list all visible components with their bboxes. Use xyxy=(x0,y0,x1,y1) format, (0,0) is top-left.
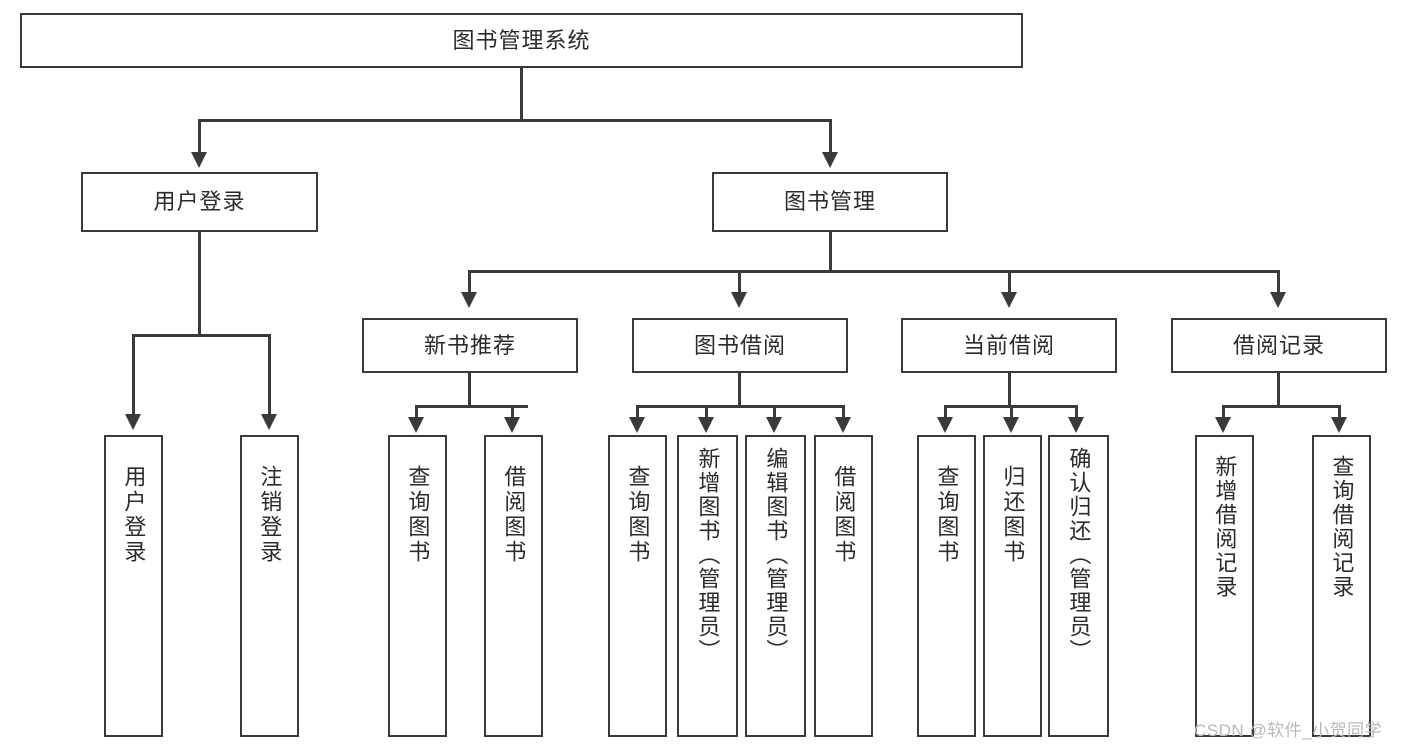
connector-bb-leaf-0 xyxy=(636,405,639,419)
arrowhead-bm-level3-3 xyxy=(1270,292,1286,308)
node-label: 新书推荐 xyxy=(423,332,516,358)
leaf-book-borrow-2[interactable]: 编辑图书（管理员） xyxy=(745,435,806,737)
arrowhead-br-leaf-0 xyxy=(1215,417,1231,433)
connector-br-leaf-0 xyxy=(1222,405,1225,419)
connector-bb-stem xyxy=(738,373,741,407)
node-label: 借阅图书 xyxy=(831,465,857,565)
connector-bm-to-level3-0 xyxy=(468,270,471,294)
node-label: 归还图书 xyxy=(1000,465,1026,565)
node-label: 借阅图书 xyxy=(501,465,527,565)
connector-root-to-book-management xyxy=(829,119,832,154)
arrowhead-bb-leaf-1 xyxy=(698,417,714,433)
leaf-new-book-recommend-1[interactable]: 借阅图书 xyxy=(484,435,543,737)
node-new-book-recommend[interactable]: 新书推荐 xyxy=(362,318,578,373)
connector-user-login-to-leaf-1 xyxy=(268,334,271,416)
arrowhead-user-login-leaf-0 xyxy=(125,414,141,430)
node-label: 新增借阅记录 xyxy=(1212,455,1238,599)
arrowhead-cb-leaf-2 xyxy=(1068,417,1084,433)
arrowhead-nbr-leaf-1 xyxy=(504,417,520,433)
connector-bm-to-level3-1 xyxy=(738,270,741,294)
leaf-book-borrow-0[interactable]: 查询图书 xyxy=(608,435,667,737)
node-book-borrow[interactable]: 图书借阅 xyxy=(632,318,848,373)
node-label: 查询图书 xyxy=(934,465,960,565)
connector-cb-stem xyxy=(1008,373,1011,407)
connector-bb-leaf-2 xyxy=(773,405,776,419)
leaf-current-borrow-1[interactable]: 归还图书 xyxy=(983,435,1042,737)
arrowhead-nbr-leaf-0 xyxy=(408,417,424,433)
connector-bb-bar xyxy=(636,405,845,408)
arrowhead-bb-leaf-0 xyxy=(629,417,645,433)
node-label: 图书借阅 xyxy=(693,332,786,358)
leaf-book-borrow-1[interactable]: 新增图书（管理员） xyxy=(677,435,738,737)
connector-cb-leaf-0 xyxy=(944,405,947,419)
node-label: 当前借阅 xyxy=(962,332,1055,358)
connector-nbr-stem xyxy=(468,373,471,407)
node-label: 查询图书 xyxy=(625,465,651,565)
leaf-user-login-0[interactable]: 用户登录 xyxy=(104,435,163,737)
node-label: 用户登录 xyxy=(153,189,246,215)
node-label: 编辑图书（管理员） xyxy=(763,447,789,663)
connector-nbr-bar xyxy=(415,405,528,408)
node-current-borrow[interactable]: 当前借阅 xyxy=(901,318,1117,373)
node-label: 用户登录 xyxy=(121,465,147,565)
connector-br-leaf-1 xyxy=(1338,405,1341,419)
connector-user-login-bar xyxy=(132,334,269,337)
arrowhead-user-login-leaf-1 xyxy=(261,414,277,430)
leaf-book-borrow-3[interactable]: 借阅图书 xyxy=(814,435,873,737)
connector-root-stem xyxy=(520,68,523,119)
connector-bb-leaf-3 xyxy=(842,405,845,419)
arrowhead-root-to-user-login xyxy=(191,152,207,168)
connector-user-login-stem xyxy=(198,232,201,336)
connector-nbr-leaf-0 xyxy=(415,405,418,419)
arrowhead-bb-leaf-2 xyxy=(766,417,782,433)
connector-book-management-bar xyxy=(468,270,1280,273)
arrowhead-cb-leaf-1 xyxy=(1003,417,1019,433)
connector-user-login-to-leaf-0 xyxy=(132,334,135,416)
connector-br-stem xyxy=(1277,373,1280,407)
connector-nbr-leaf-1 xyxy=(511,405,514,419)
connector-cb-leaf-2 xyxy=(1075,405,1078,419)
connector-bm-to-level3-3 xyxy=(1277,270,1280,294)
leaf-new-book-recommend-0[interactable]: 查询图书 xyxy=(388,435,447,737)
node-label: 新增图书（管理员） xyxy=(695,447,721,663)
connector-bb-leaf-1 xyxy=(705,405,708,419)
node-root-book-management-system[interactable]: 图书管理系统 xyxy=(20,13,1023,68)
node-label: 确认归还（管理员） xyxy=(1066,447,1092,663)
connector-root-to-user-login xyxy=(198,119,201,154)
node-label: 借阅记录 xyxy=(1232,332,1325,358)
node-user-login[interactable]: 用户登录 xyxy=(81,172,318,232)
connector-cb-leaf-1 xyxy=(1010,405,1013,419)
arrowhead-br-leaf-1 xyxy=(1331,417,1347,433)
leaf-borrow-record-1[interactable]: 查询借阅记录 xyxy=(1312,435,1371,737)
node-label: 查询图书 xyxy=(405,465,431,565)
arrowhead-bm-level3-1 xyxy=(731,292,747,308)
leaf-current-borrow-0[interactable]: 查询图书 xyxy=(917,435,976,737)
leaf-user-login-1[interactable]: 注销登录 xyxy=(240,435,299,737)
connector-root-bar xyxy=(198,119,832,122)
node-book-management[interactable]: 图书管理 xyxy=(712,172,948,232)
arrowhead-bb-leaf-3 xyxy=(835,417,851,433)
connector-bm-to-level3-2 xyxy=(1008,270,1011,294)
arrowhead-bm-level3-2 xyxy=(1001,292,1017,308)
arrowhead-cb-leaf-0 xyxy=(937,417,953,433)
arrowhead-bm-level3-0 xyxy=(461,292,477,308)
node-label: 图书管理系统 xyxy=(452,27,591,53)
leaf-current-borrow-2[interactable]: 确认归还（管理员） xyxy=(1048,435,1109,737)
leaf-borrow-record-0[interactable]: 新增借阅记录 xyxy=(1195,435,1254,737)
node-label: 图书管理 xyxy=(783,189,876,215)
node-label: 查询借阅记录 xyxy=(1329,455,1355,599)
node-label: 注销登录 xyxy=(257,465,283,565)
connector-br-bar xyxy=(1222,405,1340,408)
watermark-csdn: CSDN @软件_小贺同学 xyxy=(1194,721,1383,740)
connector-book-management-stem xyxy=(829,232,832,272)
node-borrow-record[interactable]: 借阅记录 xyxy=(1171,318,1387,373)
arrowhead-root-to-book-management xyxy=(822,152,838,168)
